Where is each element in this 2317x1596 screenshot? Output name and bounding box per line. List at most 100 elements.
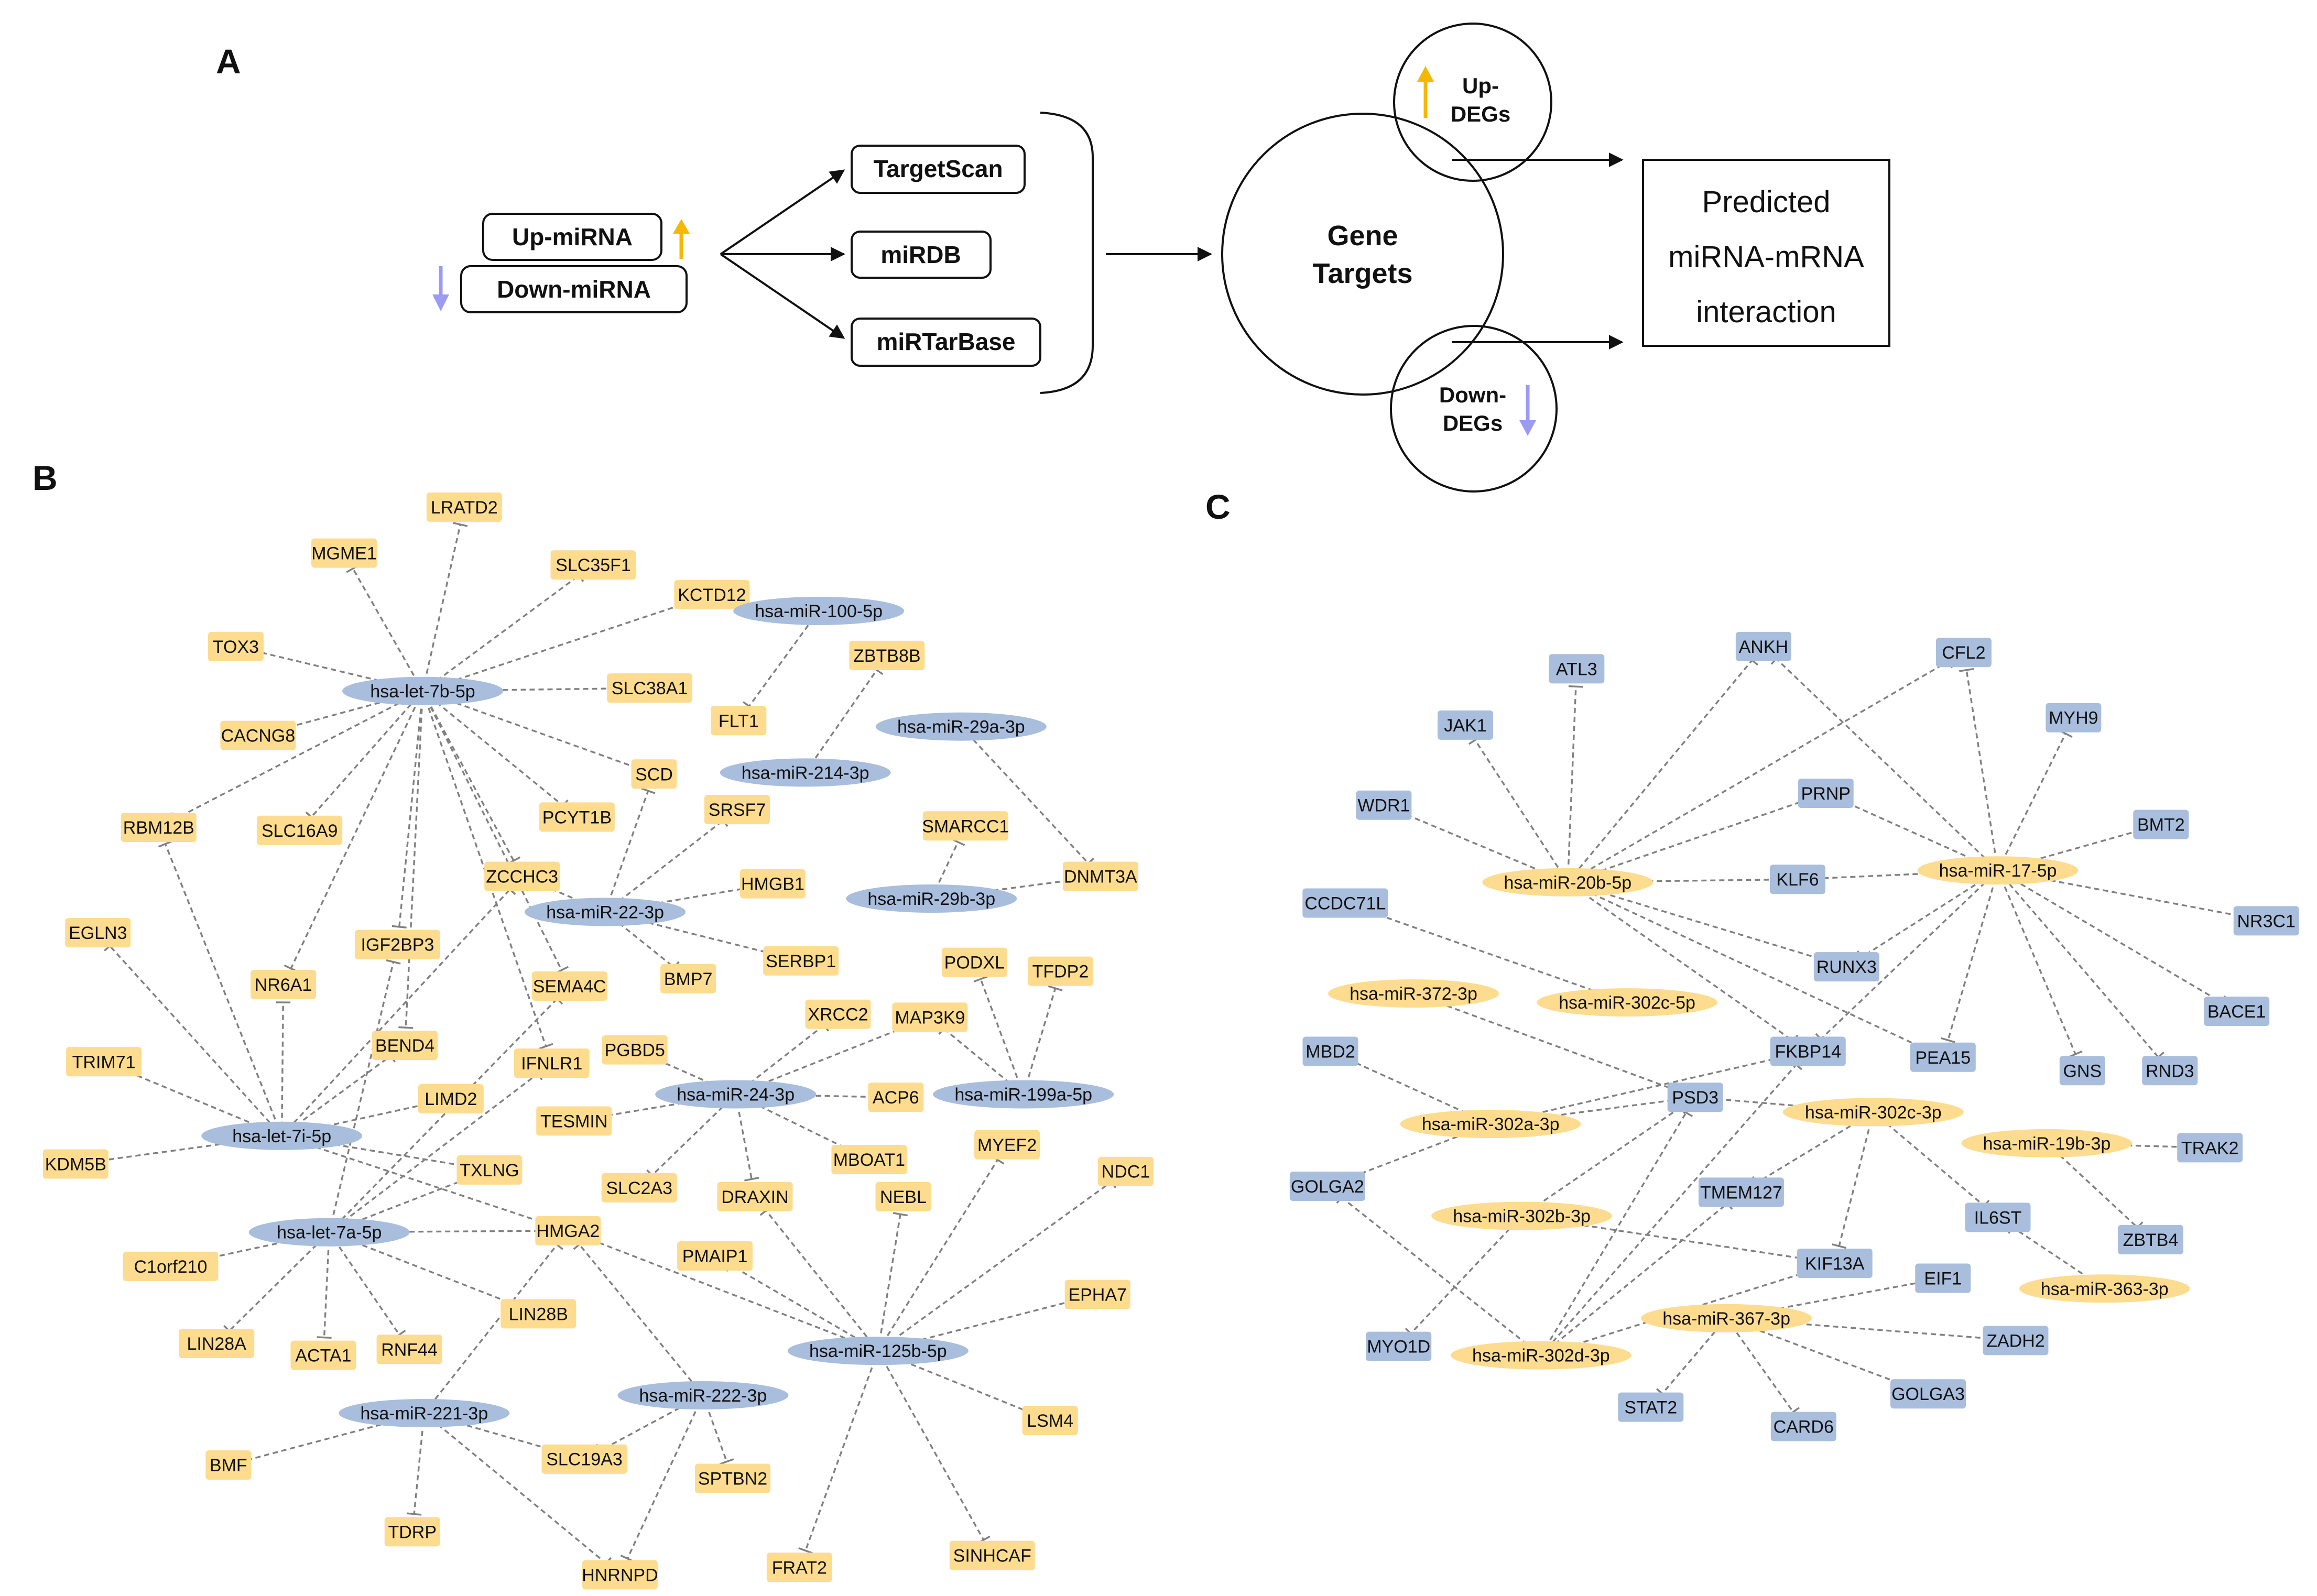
node-label: NEBL [880,1187,927,1207]
node-label: FRAT2 [772,1558,827,1578]
node-label: ACP6 [873,1088,919,1108]
interaction-edge [1567,686,1577,882]
up-degs-label-1: Up- [1462,73,1499,98]
node-label: FKBP14 [1775,1042,1841,1062]
node-label: hsa-let-7b-5p [370,682,475,702]
node-label: MYO1D [1367,1337,1430,1357]
mirna-node-m100: hsa-miR-100-5p [733,596,905,625]
interaction-edge [281,889,511,1136]
gene-node-sema4c: SEMA4C [531,971,607,1001]
gene-node-zbtb8b: ZBTB8B [849,640,925,670]
node-label: hsa-miR-20b-5p [1504,873,1631,893]
mirna-node-m221: hsa-miR-221-3p [339,1398,510,1427]
mirna-node-m363: hsa-miR-363-3p [2019,1274,2190,1303]
interaction-edge [591,1093,736,1119]
inhibition-tee-mark [744,1177,759,1182]
interaction-edge [804,1350,879,1551]
gene-node-zadh2: ZADH2 [1983,1326,2049,1355]
mirna-node-m29a: hsa-miR-29a-3p [875,712,1047,741]
mirna-node-m302d: hsa-miR-302d-3p [1450,1341,1631,1370]
node-label: SLC16A9 [262,821,338,841]
gene-node-sinhcaf: SINHCAF [949,1540,1035,1570]
database-box-targetscan [851,145,1026,194]
interaction-edge [931,878,1083,900]
gene-node-atl3: ATL3 [1549,654,1605,684]
interaction-edge [1861,869,1998,958]
bracket [1040,112,1094,394]
interaction-edge [1997,828,2145,871]
interaction-edge [422,691,563,971]
gene-node-acta1: ACTA1 [290,1340,356,1370]
interaction-edge [1726,1280,1926,1319]
interaction-edge [329,1231,523,1308]
interaction-edge [352,568,424,692]
inhibition-tee-mark [1959,668,1974,672]
node-label: hsa-miR-302c-5p [1559,993,1695,1013]
interaction-edge [650,1056,736,1096]
gene-node-acp6: ACP6 [868,1083,924,1112]
node-label: SRSF7 [709,800,766,820]
down-degs-circle [1390,325,1558,493]
inhibition-tee-mark [1568,685,1583,688]
mirna-node-m20b: hsa-miR-20b-5p [1482,868,1654,897]
interaction-edge [1726,1317,1912,1389]
mirna-node-m302b: hsa-miR-302b-3p [1431,1201,1613,1230]
node-label: PGBD5 [605,1041,665,1061]
gene-node-txlng: TXLNG [456,1155,523,1185]
interaction-edge [605,886,756,913]
node-label: LRATD2 [431,498,498,518]
interaction-edge [748,610,820,707]
interaction-edge [1474,739,1569,883]
gene-node-sptbn2: SPTBN2 [695,1463,771,1493]
gene-node-igf2bp3: IGF2BP3 [354,930,440,959]
node-label: XRCC2 [808,1005,868,1025]
gene-node-eif1: EIF1 [1915,1263,1971,1293]
node-label: PRNP [1801,784,1850,804]
gene-node-serbp1: SERBP1 [763,946,839,976]
interaction-edge [1873,1111,1985,1207]
interaction-edge [323,1232,330,1338]
interaction-edge [626,1395,704,1559]
node-label: MBD2 [1306,1042,1355,1062]
gene-node-smarcc1: SMARCC1 [922,811,1009,841]
interaction-edge [281,1002,284,1136]
gene-node-xrcc2: XRCC2 [805,999,871,1029]
interaction-edge [281,1135,472,1168]
gene-node-fkbp14: FKBP14 [1770,1036,1846,1066]
node-label: PCYT1B [542,807,612,827]
node-label: hsa-miR-29a-3p [897,717,1025,737]
node-label: PMAIP1 [682,1247,748,1266]
interaction-edge [1540,1112,1687,1356]
node-label: ZBTB4 [2123,1230,2179,1250]
interaction-edge [229,1231,330,1332]
gene-node-ifnlr1: IFNLR1 [514,1048,590,1078]
node-label: MAP3K9 [895,1008,965,1027]
node-label: hsa-miR-302c-3p [1805,1103,1942,1123]
up-degs-label-2: DEGs [1451,102,1510,126]
gene-node-jak1: JAK1 [1438,710,1494,740]
gene-node-slc19a3: SLC19A3 [541,1444,627,1474]
node-label: JAK1 [1444,716,1486,736]
interaction-edge [1725,1317,1794,1413]
inhibition-tee-mark [798,1547,813,1554]
gene-node-rnd3: RND3 [2142,1056,2198,1086]
node-label: ZCCHC3 [486,867,558,887]
interaction-edge [421,524,461,692]
gene-node-lin28b: LIN28B [501,1299,576,1329]
mirna-node-m29b: hsa-miR-29b-3p [846,884,1017,913]
down-mirna-box [460,265,688,313]
interaction-edge [405,691,424,1028]
gene-node-lin28a: LIN28A [179,1328,255,1358]
node-label: hsa-miR-125b-5p [809,1341,947,1361]
interaction-edge [422,599,695,692]
up-mirna-label: Up-miRNA [512,223,633,250]
node-label: FLT1 [719,711,759,731]
up-arrow-icon [673,219,690,259]
interaction-edge [1997,870,2159,1058]
node-label: MYH9 [2049,708,2098,728]
gene-node-rbm12b: RBM12B [121,813,197,843]
interaction-edge [1567,881,1830,963]
interaction-edge [422,575,580,692]
panel-label-b: B [32,458,58,497]
node-label: hsa-miR-302a-3p [1422,1114,1560,1134]
